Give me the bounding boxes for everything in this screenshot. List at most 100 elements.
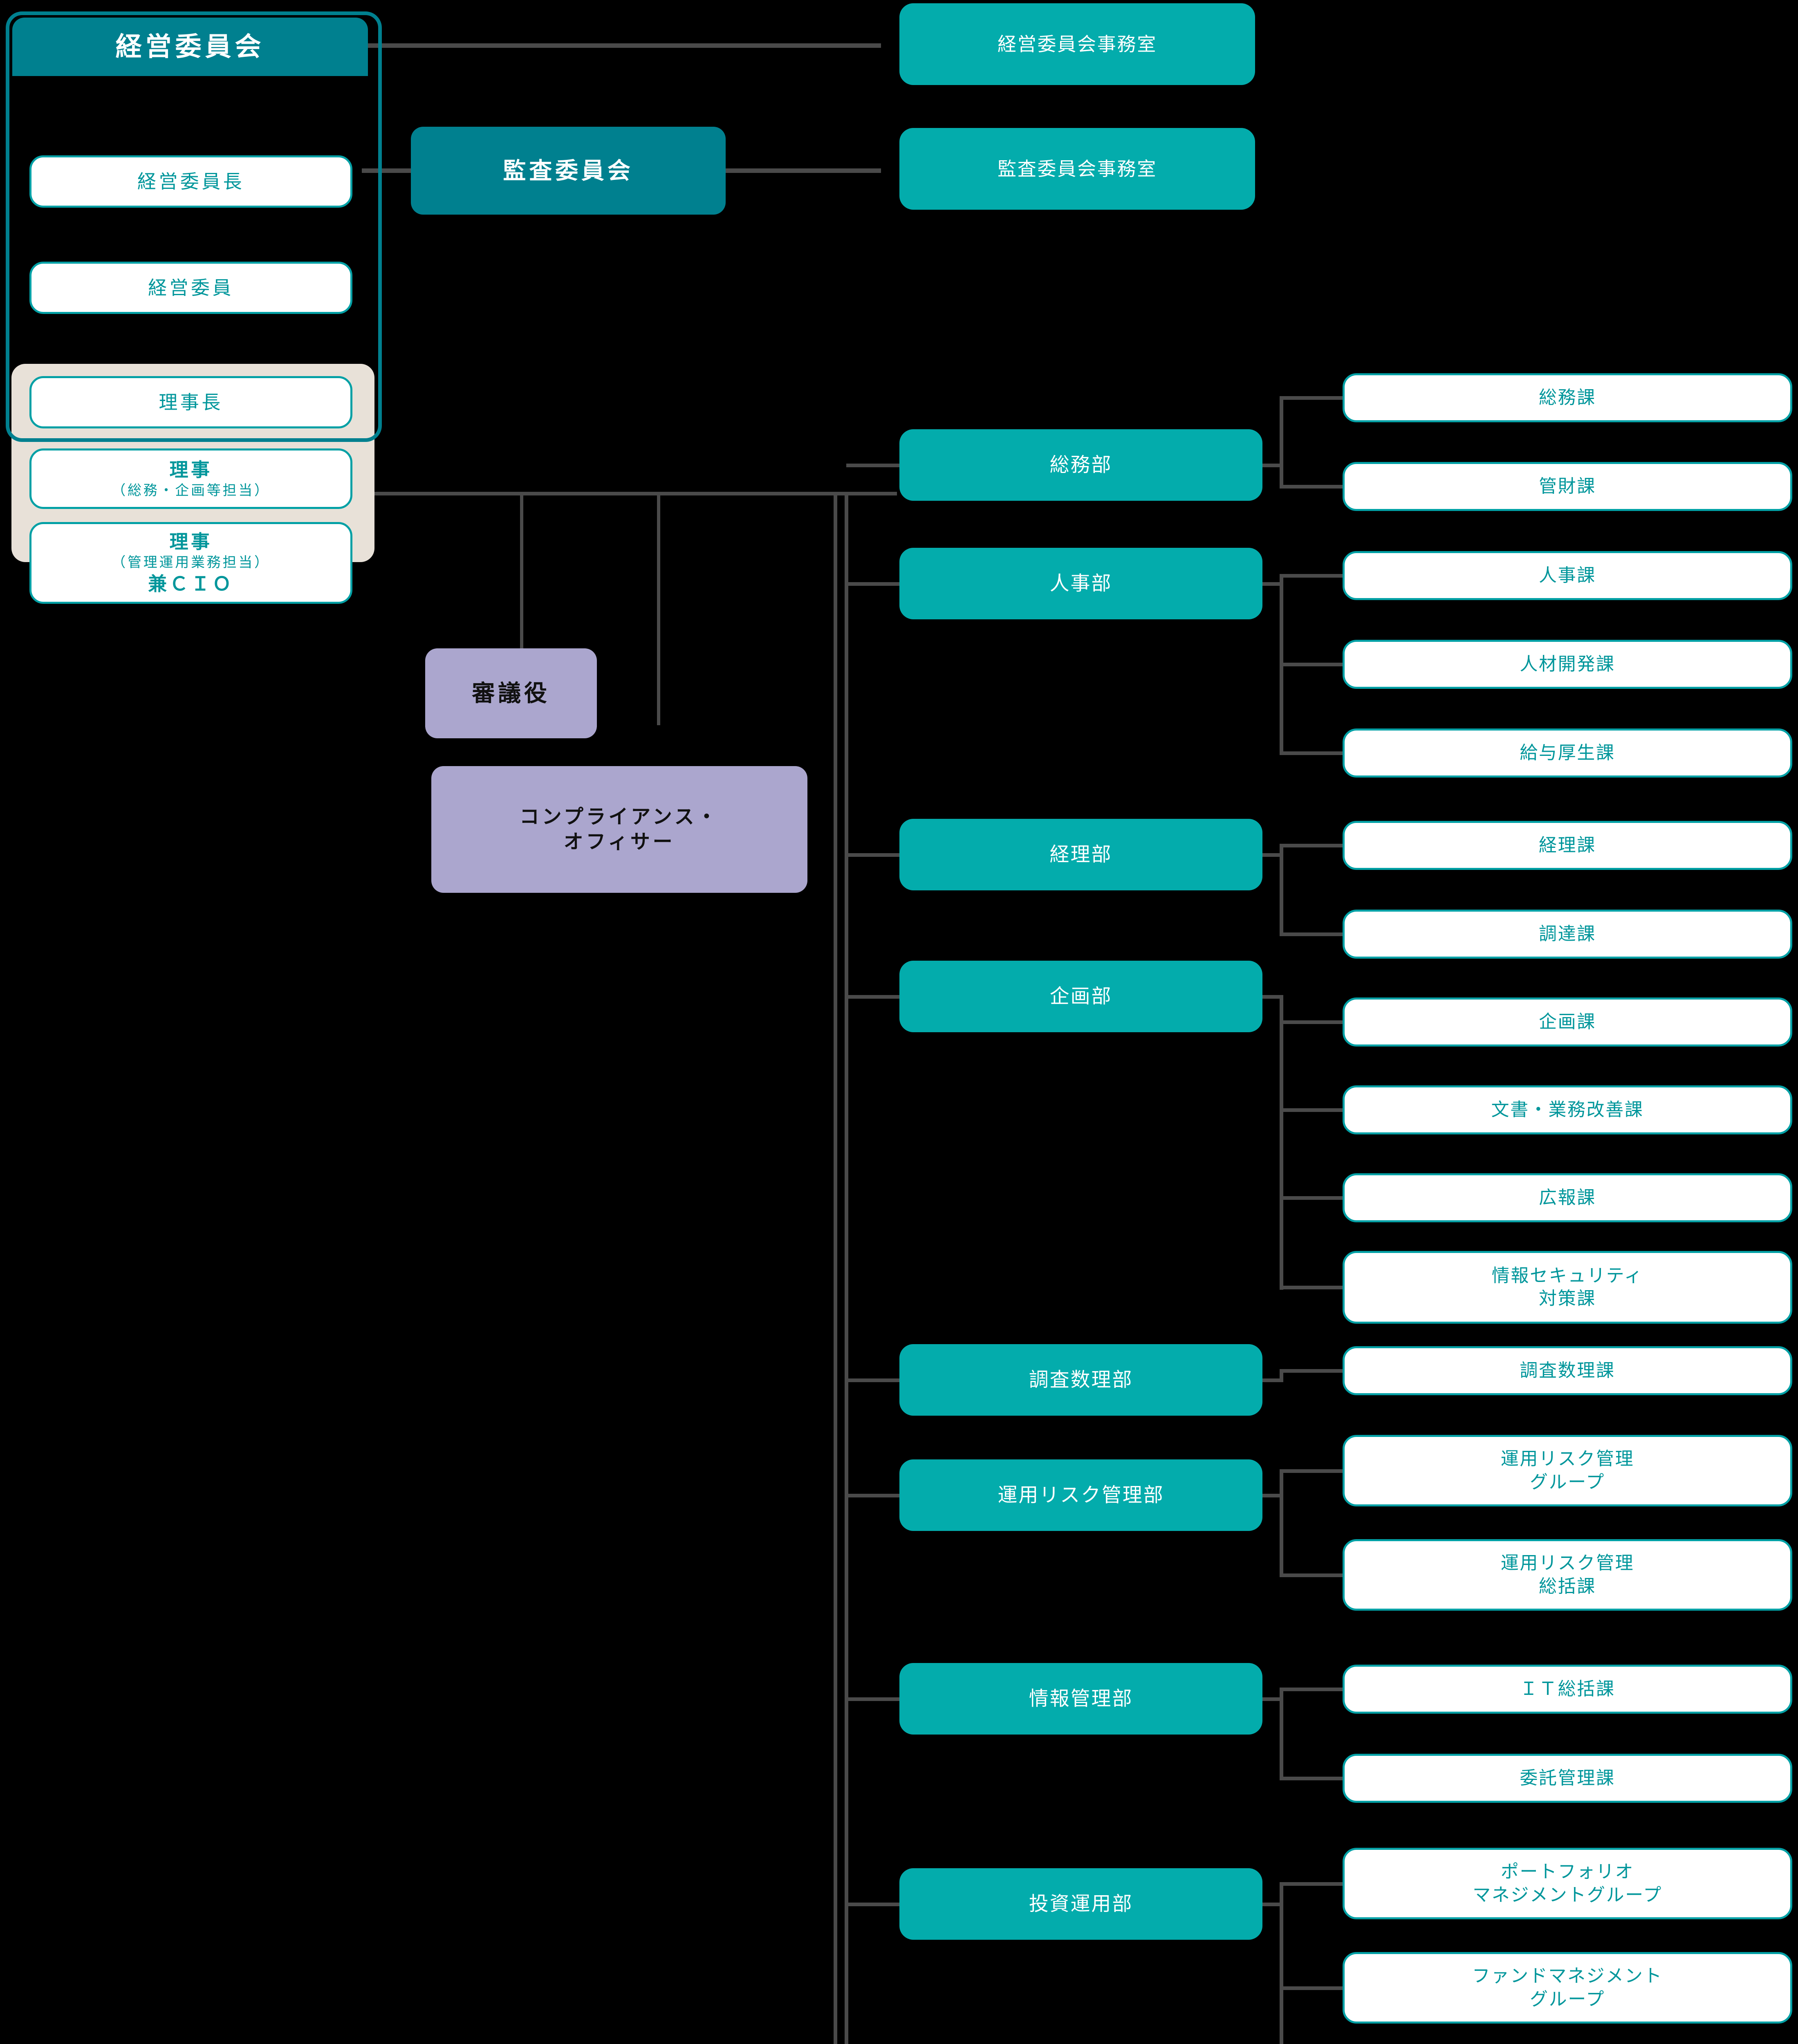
node-label-2: マネジメントグループ [1473, 1885, 1662, 1905]
node-section-1-1[interactable]: 人材開発課 [1343, 640, 1792, 689]
node-label: 経理部 [1049, 843, 1112, 865]
node-section-3-2[interactable]: 広報課 [1343, 1173, 1792, 1222]
connector-dept-3-out [1262, 995, 1283, 999]
node-executive-general-affairs[interactable]: 理事 （総務・企画等担当） [29, 448, 352, 509]
node-label: 総務部 [1049, 454, 1112, 476]
node-label-2: 総括課 [1539, 1576, 1596, 1596]
node-department-7[interactable]: 投資運用部 [899, 1868, 1262, 1940]
node-label-2: グループ [1530, 1472, 1605, 1492]
node-label: ポートフォリオ [1500, 1862, 1634, 1882]
node-management-committee-member[interactable]: 経営委員 [29, 262, 352, 314]
connector-dept-0-out [1262, 464, 1283, 467]
node-section-2-1[interactable]: 調達課 [1343, 910, 1792, 959]
connector-sec-6-1-stub [1280, 1777, 1343, 1780]
node-sublabel: （管理運用業務担当） [112, 555, 270, 571]
node-management-committee-office[interactable]: 経営委員会事務室 [899, 3, 1255, 85]
connector-left-to-audit-committee [362, 168, 411, 173]
node-section-5-0[interactable]: 運用リスク管理グループ [1343, 1435, 1792, 1506]
connector-dept-4-out [1262, 1378, 1283, 1382]
connector-dept-7-stub [846, 1903, 899, 1906]
node-management-committee[interactable]: 経営委員会 [12, 18, 368, 76]
node-section-4-0[interactable]: 調査数理課 [1343, 1346, 1792, 1395]
node-section-3-1[interactable]: 文書・業務改善課 [1343, 1085, 1792, 1134]
connector-sec-3-2-stub [1280, 1196, 1343, 1200]
node-label: 調査数理部 [1029, 1369, 1133, 1391]
node-label: 理事長 [159, 391, 223, 413]
connector-dept-1-out [1262, 582, 1283, 586]
node-label: 理事 [169, 459, 213, 480]
connector-drop-advisor [520, 492, 523, 648]
connector-dept-1-subbus [1280, 574, 1283, 755]
node-label: 人事部 [1049, 572, 1112, 594]
connector-dept-7-subbus [1280, 1882, 1283, 2044]
node-label: 運用リスク管理 [1500, 1553, 1634, 1573]
node-section-6-0[interactable]: ＩＴ総括課 [1343, 1665, 1792, 1714]
node-section-2-0[interactable]: 経理課 [1343, 821, 1792, 870]
node-section-7-0[interactable]: ポートフォリオマネジメントグループ [1343, 1848, 1792, 1919]
node-label: 企画課 [1539, 1011, 1596, 1032]
node-president[interactable]: 理事長 [29, 376, 352, 428]
node-department-5[interactable]: 運用リスク管理部 [899, 1459, 1262, 1531]
node-label: 経営委員長 [137, 170, 245, 192]
node-department-3[interactable]: 企画部 [899, 961, 1262, 1032]
connector-sec-1-2-stub [1280, 751, 1343, 755]
connector-sec-3-1-stub [1280, 1108, 1343, 1112]
node-section-1-0[interactable]: 人事課 [1343, 551, 1792, 600]
connector-office-bus [834, 492, 837, 2044]
node-section-3-0[interactable]: 企画課 [1343, 997, 1792, 1047]
connector-dept-1-stub [846, 582, 899, 586]
node-department-0[interactable]: 総務部 [899, 429, 1262, 501]
connector-sec-5-0-stub [1280, 1469, 1343, 1473]
node-executive-cio[interactable]: 理事 （管理運用業務担当） 兼ＣＩＯ [29, 522, 352, 604]
node-label: 人事課 [1539, 565, 1596, 585]
node-department-1[interactable]: 人事部 [899, 548, 1262, 619]
node-label: 調査数理課 [1520, 1360, 1615, 1381]
node-label: 監査委員会 [503, 157, 634, 184]
node-department-6[interactable]: 情報管理部 [899, 1663, 1262, 1735]
node-label: 調達課 [1539, 923, 1596, 944]
connector-dept-6-subbus [1280, 1688, 1283, 1780]
connector-sec-1-0-stub [1280, 574, 1343, 578]
node-label: ファンドマネジメント [1472, 1966, 1663, 1986]
connector-sec-2-1-stub [1280, 932, 1343, 936]
node-management-committee-chair[interactable]: 経営委員長 [29, 155, 352, 208]
node-section-7-1[interactable]: ファンドマネジメントグループ [1343, 1952, 1792, 2024]
node-audit-committee-office[interactable]: 監査委員会事務室 [899, 128, 1255, 210]
node-label: 企画部 [1049, 985, 1112, 1007]
node-department-4[interactable]: 調査数理部 [899, 1344, 1262, 1416]
connector-dept-5-subbus [1280, 1469, 1283, 1577]
connector-sec-7-0-stub [1280, 1882, 1343, 1886]
node-section-6-1[interactable]: 委託管理課 [1343, 1754, 1792, 1803]
node-label-2: グループ [1530, 1989, 1605, 2009]
connector-dept-3-stub [846, 995, 899, 999]
node-section-0-0[interactable]: 総務課 [1343, 373, 1792, 422]
node-label: 運用リスク管理 [1500, 1449, 1634, 1469]
connector-dept-4-stub [846, 1378, 899, 1382]
connector-dept-2-stub [846, 853, 899, 857]
node-department-2[interactable]: 経理部 [899, 819, 1262, 890]
connector-dept-5-out [1262, 1494, 1283, 1497]
node-section-3-3[interactable]: 情報セキュリティ対策課 [1343, 1251, 1792, 1324]
node-label: 委託管理課 [1520, 1768, 1615, 1788]
connector-sec-1-1-stub [1280, 663, 1343, 666]
connector-dept-4-subbus [1280, 1369, 1283, 1382]
node-section-0-1[interactable]: 管財課 [1343, 462, 1792, 511]
connector-dept-2-out [1262, 853, 1283, 857]
node-section-1-2[interactable]: 給与厚生課 [1343, 728, 1792, 778]
connector-dept-7-out [1262, 1903, 1283, 1906]
connector-main-bus [361, 492, 897, 495]
node-senior-advisor[interactable]: 審議役 [425, 648, 597, 738]
connector-dept-5-stub [846, 1494, 899, 1497]
node-label: コンプライアンス・ [519, 806, 720, 828]
connector-sec-0-1-stub [1280, 485, 1343, 489]
node-label: 広報課 [1539, 1187, 1596, 1208]
node-compliance-officer[interactable]: コンプライアンス・ オフィサー [431, 766, 807, 893]
node-label: 経営委員会 [115, 31, 265, 61]
node-label: ＩＴ総括課 [1520, 1679, 1615, 1699]
connector-dept-0-subbus [1280, 396, 1283, 489]
connector-dept-6-stub [846, 1697, 899, 1701]
node-label: 経理課 [1539, 835, 1596, 855]
node-section-5-1[interactable]: 運用リスク管理総括課 [1343, 1539, 1792, 1611]
node-audit-committee[interactable]: 監査委員会 [411, 127, 726, 215]
